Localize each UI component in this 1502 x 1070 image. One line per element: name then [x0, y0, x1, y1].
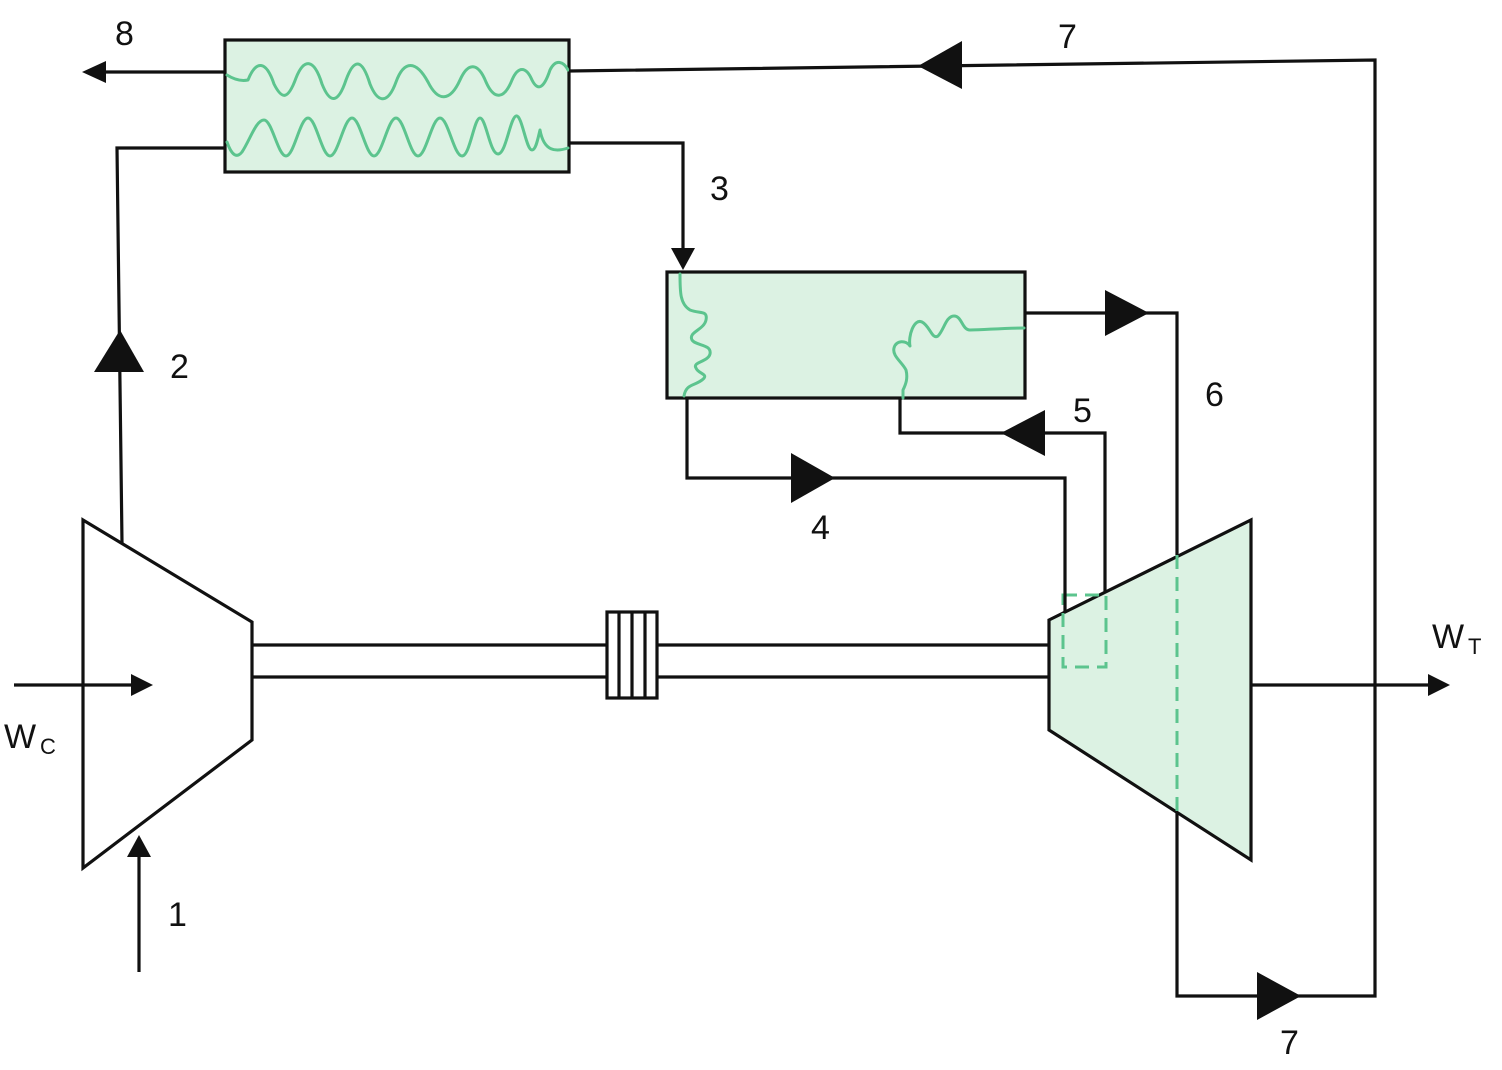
- label-state-7-top: 7: [1058, 18, 1077, 56]
- pipe-state-7: [568, 58, 1377, 998]
- arrow-state-1: [127, 835, 151, 857]
- recuperator: [223, 38, 571, 174]
- recuperator-cold-coil: [225, 114, 570, 158]
- pipe-state-4: [685, 398, 1067, 612]
- reheater-right-coil: [892, 314, 1026, 400]
- arrow-state-6: [1105, 290, 1149, 336]
- shaft: [252, 643, 1049, 679]
- arrow-state-5: [1001, 410, 1045, 456]
- compressor-work-arrow: [131, 674, 153, 696]
- label-state-3: 3: [710, 170, 729, 208]
- pipe-state-6: [1025, 311, 1179, 555]
- compressor-work-subscript: C: [40, 734, 56, 759]
- label-state-5: 5: [1073, 392, 1092, 430]
- compressor: [81, 517, 254, 872]
- pipe-state-2: [115, 146, 225, 544]
- reheater-left-coil: [678, 272, 712, 398]
- label-state-1: 1: [168, 896, 187, 934]
- compressor-work-symbol: W: [4, 718, 36, 756]
- arrow-state-7-top: [918, 41, 962, 89]
- turbine-work-arrow: [1428, 674, 1450, 696]
- arrow-state-4: [791, 453, 835, 503]
- recuperator-hot-coil: [225, 61, 570, 101]
- arrow-state-7-bottom: [1257, 972, 1301, 1020]
- shaft-coupling: [605, 610, 659, 700]
- label-state-8: 8: [115, 15, 134, 53]
- reheater: [665, 270, 1027, 400]
- arrow-state-2: [94, 330, 144, 372]
- label-state-6: 6: [1205, 376, 1224, 414]
- label-state-4: 4: [811, 509, 830, 547]
- label-compressor-work: W C: [4, 718, 56, 759]
- turbine: [1047, 517, 1253, 863]
- turbine-work-symbol: W: [1432, 618, 1464, 656]
- turbine-bleed-port-dashed: [1061, 593, 1108, 669]
- pipe-state-3: [569, 141, 685, 252]
- arrow-state-3: [671, 248, 695, 270]
- turbine-work-subscript: T: [1468, 634, 1481, 659]
- label-turbine-work: W T: [1432, 618, 1481, 659]
- label-state-2: 2: [170, 348, 189, 386]
- label-state-7-bottom: 7: [1280, 1024, 1299, 1062]
- arrow-state-8: [82, 61, 106, 83]
